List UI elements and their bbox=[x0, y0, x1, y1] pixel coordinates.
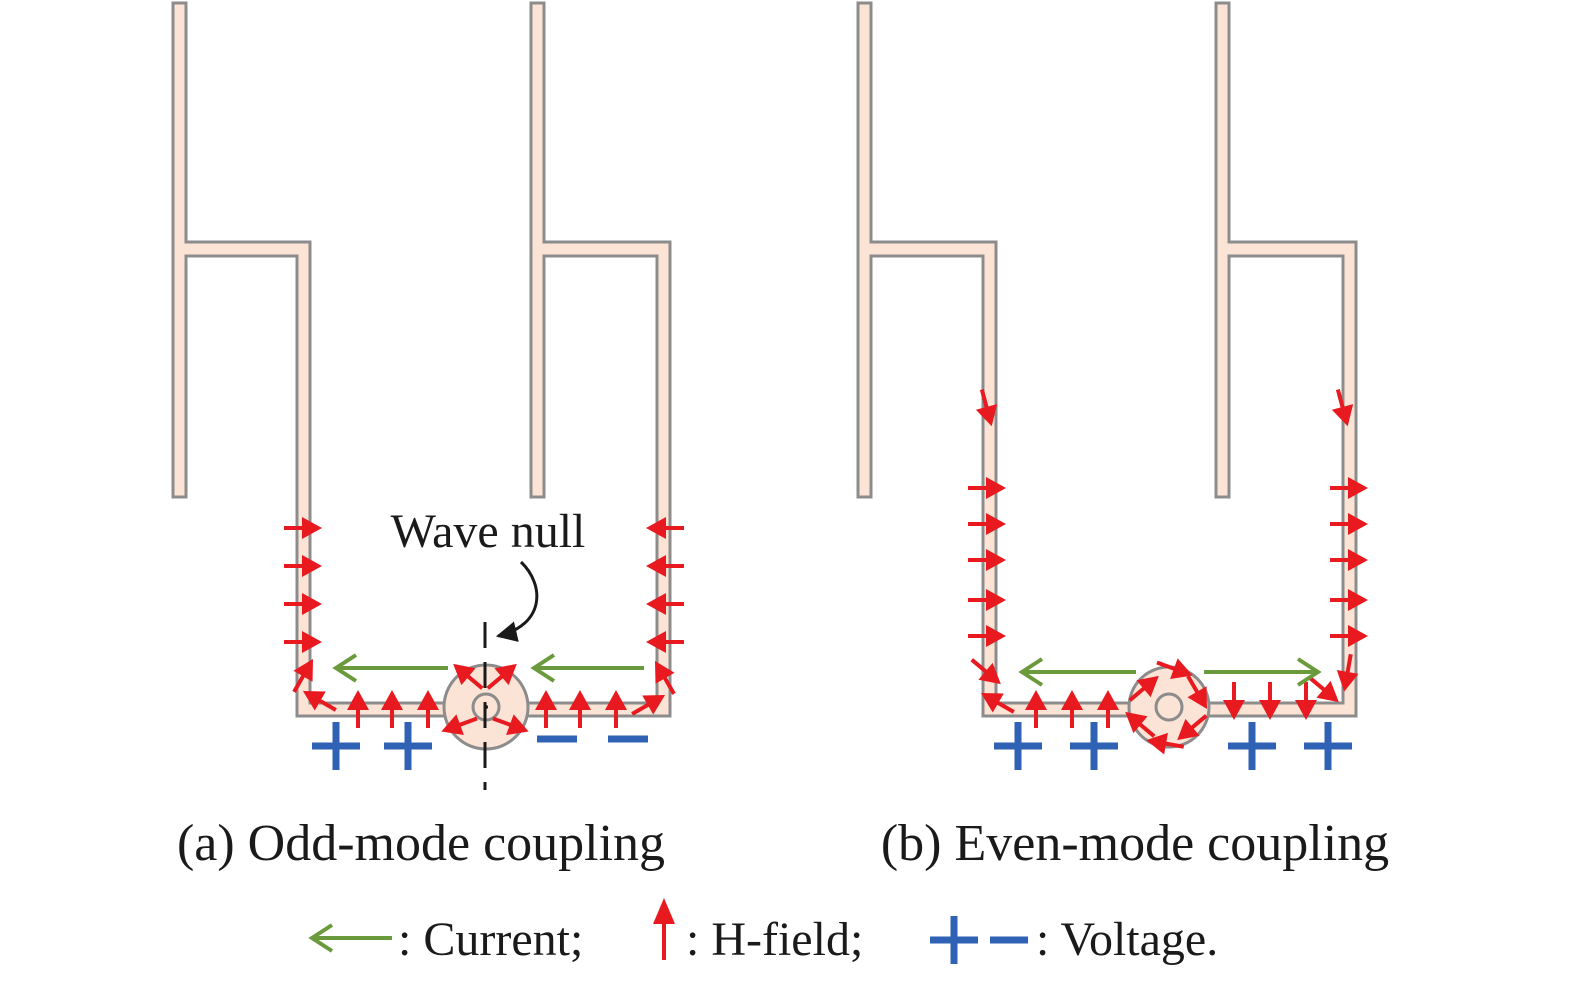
hfield-arrow bbox=[1330, 625, 1368, 647]
hfield-arrow bbox=[968, 625, 1006, 647]
hfield-arrow bbox=[1177, 714, 1208, 741]
panel-a-resonators bbox=[171, 1, 672, 751]
hfield-arrow bbox=[646, 555, 684, 577]
hfield-arrow bbox=[1186, 675, 1207, 710]
panel-b-via-hole bbox=[1154, 692, 1184, 722]
hfield-arrow bbox=[441, 714, 478, 736]
hfield-arrow bbox=[453, 663, 484, 690]
legend-current-symbol bbox=[308, 923, 392, 953]
voltage-plus bbox=[312, 722, 360, 770]
voltage-plus bbox=[994, 722, 1042, 770]
hfield-arrow bbox=[1025, 690, 1047, 728]
panel-b-resonators bbox=[856, 1, 1358, 749]
hfield-arrow bbox=[381, 690, 403, 728]
hfield-arrow bbox=[1223, 682, 1245, 720]
voltage-plus bbox=[1070, 722, 1118, 770]
hfield-arrow bbox=[1308, 676, 1339, 703]
legend-voltage-symbol bbox=[930, 916, 1028, 964]
panel-b-resonator-left bbox=[856, 1, 1171, 718]
hfield-arrow bbox=[1330, 549, 1368, 571]
hfield-arrow bbox=[292, 658, 313, 693]
voltage-plus bbox=[1228, 722, 1276, 770]
voltage-signs bbox=[312, 722, 1352, 770]
hfield-arrow bbox=[284, 631, 322, 653]
hfield-arrow bbox=[655, 660, 676, 695]
hfield-arrow bbox=[631, 695, 666, 716]
hfield-arrow bbox=[646, 593, 684, 615]
hfield-arrow bbox=[1259, 682, 1281, 720]
voltage-plus bbox=[384, 722, 432, 770]
legend-voltage-label: : Voltage. bbox=[1036, 913, 1218, 966]
hfield-arrow bbox=[646, 631, 684, 653]
wave-null-label: Wave null bbox=[391, 505, 586, 558]
hfield-arrow bbox=[968, 589, 1006, 611]
hfield-arrow bbox=[284, 517, 322, 539]
hfield-arrow bbox=[569, 690, 591, 728]
hfield-arrow bbox=[284, 593, 322, 615]
hfield-arrow bbox=[1336, 653, 1359, 692]
panel-b-resonator-right bbox=[1167, 1, 1358, 718]
current-arrow bbox=[530, 653, 644, 683]
voltage-plus bbox=[1304, 722, 1352, 770]
panel-b-caption: (b) Even-mode coupling bbox=[881, 815, 1389, 872]
hfield-arrow bbox=[1295, 682, 1317, 720]
hfield-arrow bbox=[1097, 690, 1119, 728]
hfield-arrow bbox=[1125, 711, 1156, 738]
hfield-arrow bbox=[1330, 513, 1368, 535]
hfield-arrow bbox=[486, 663, 517, 690]
hfield-arrow bbox=[1156, 658, 1193, 680]
hfield-arrow bbox=[646, 517, 684, 539]
hfield-arrow bbox=[284, 555, 322, 577]
panel-a-resonator-left bbox=[171, 1, 488, 718]
hfield-arrow bbox=[980, 693, 1015, 714]
hfield-arrow bbox=[968, 513, 1006, 535]
current-arrow bbox=[1018, 657, 1136, 687]
panel-a-caption: (a) Odd-mode coupling bbox=[177, 815, 665, 872]
wave-null-pointer bbox=[495, 560, 539, 642]
hfield-arrows bbox=[284, 389, 1368, 755]
hfield-arrow bbox=[975, 389, 998, 427]
hfield-arrow bbox=[970, 658, 1001, 685]
hfield-arrow bbox=[347, 690, 369, 728]
legend-hfield-symbol bbox=[653, 898, 675, 960]
hfield-arrow bbox=[1331, 389, 1354, 427]
hfield-arrow bbox=[417, 690, 439, 728]
hfield-arrow bbox=[1061, 690, 1083, 728]
hfield-arrow bbox=[1330, 477, 1368, 499]
hfield-arrow bbox=[1146, 732, 1185, 755]
legend-current-label: : Current; bbox=[398, 913, 583, 966]
panel-a-resonator-right bbox=[484, 1, 672, 718]
hfield-arrow bbox=[492, 714, 529, 736]
hfield-arrow bbox=[1330, 589, 1368, 611]
hfield-arrow bbox=[302, 691, 337, 712]
current-arrows bbox=[332, 653, 1322, 687]
hfield-arrow bbox=[968, 477, 1006, 499]
hfield-arrow bbox=[1128, 675, 1159, 702]
current-arrow bbox=[332, 653, 448, 683]
hfield-arrow bbox=[535, 690, 557, 728]
hfield-arrow bbox=[605, 690, 627, 728]
legend bbox=[308, 898, 1028, 964]
hfield-arrow bbox=[968, 549, 1006, 571]
legend-hfield-label: : H-field; bbox=[686, 913, 863, 966]
current-arrow bbox=[1204, 657, 1322, 687]
